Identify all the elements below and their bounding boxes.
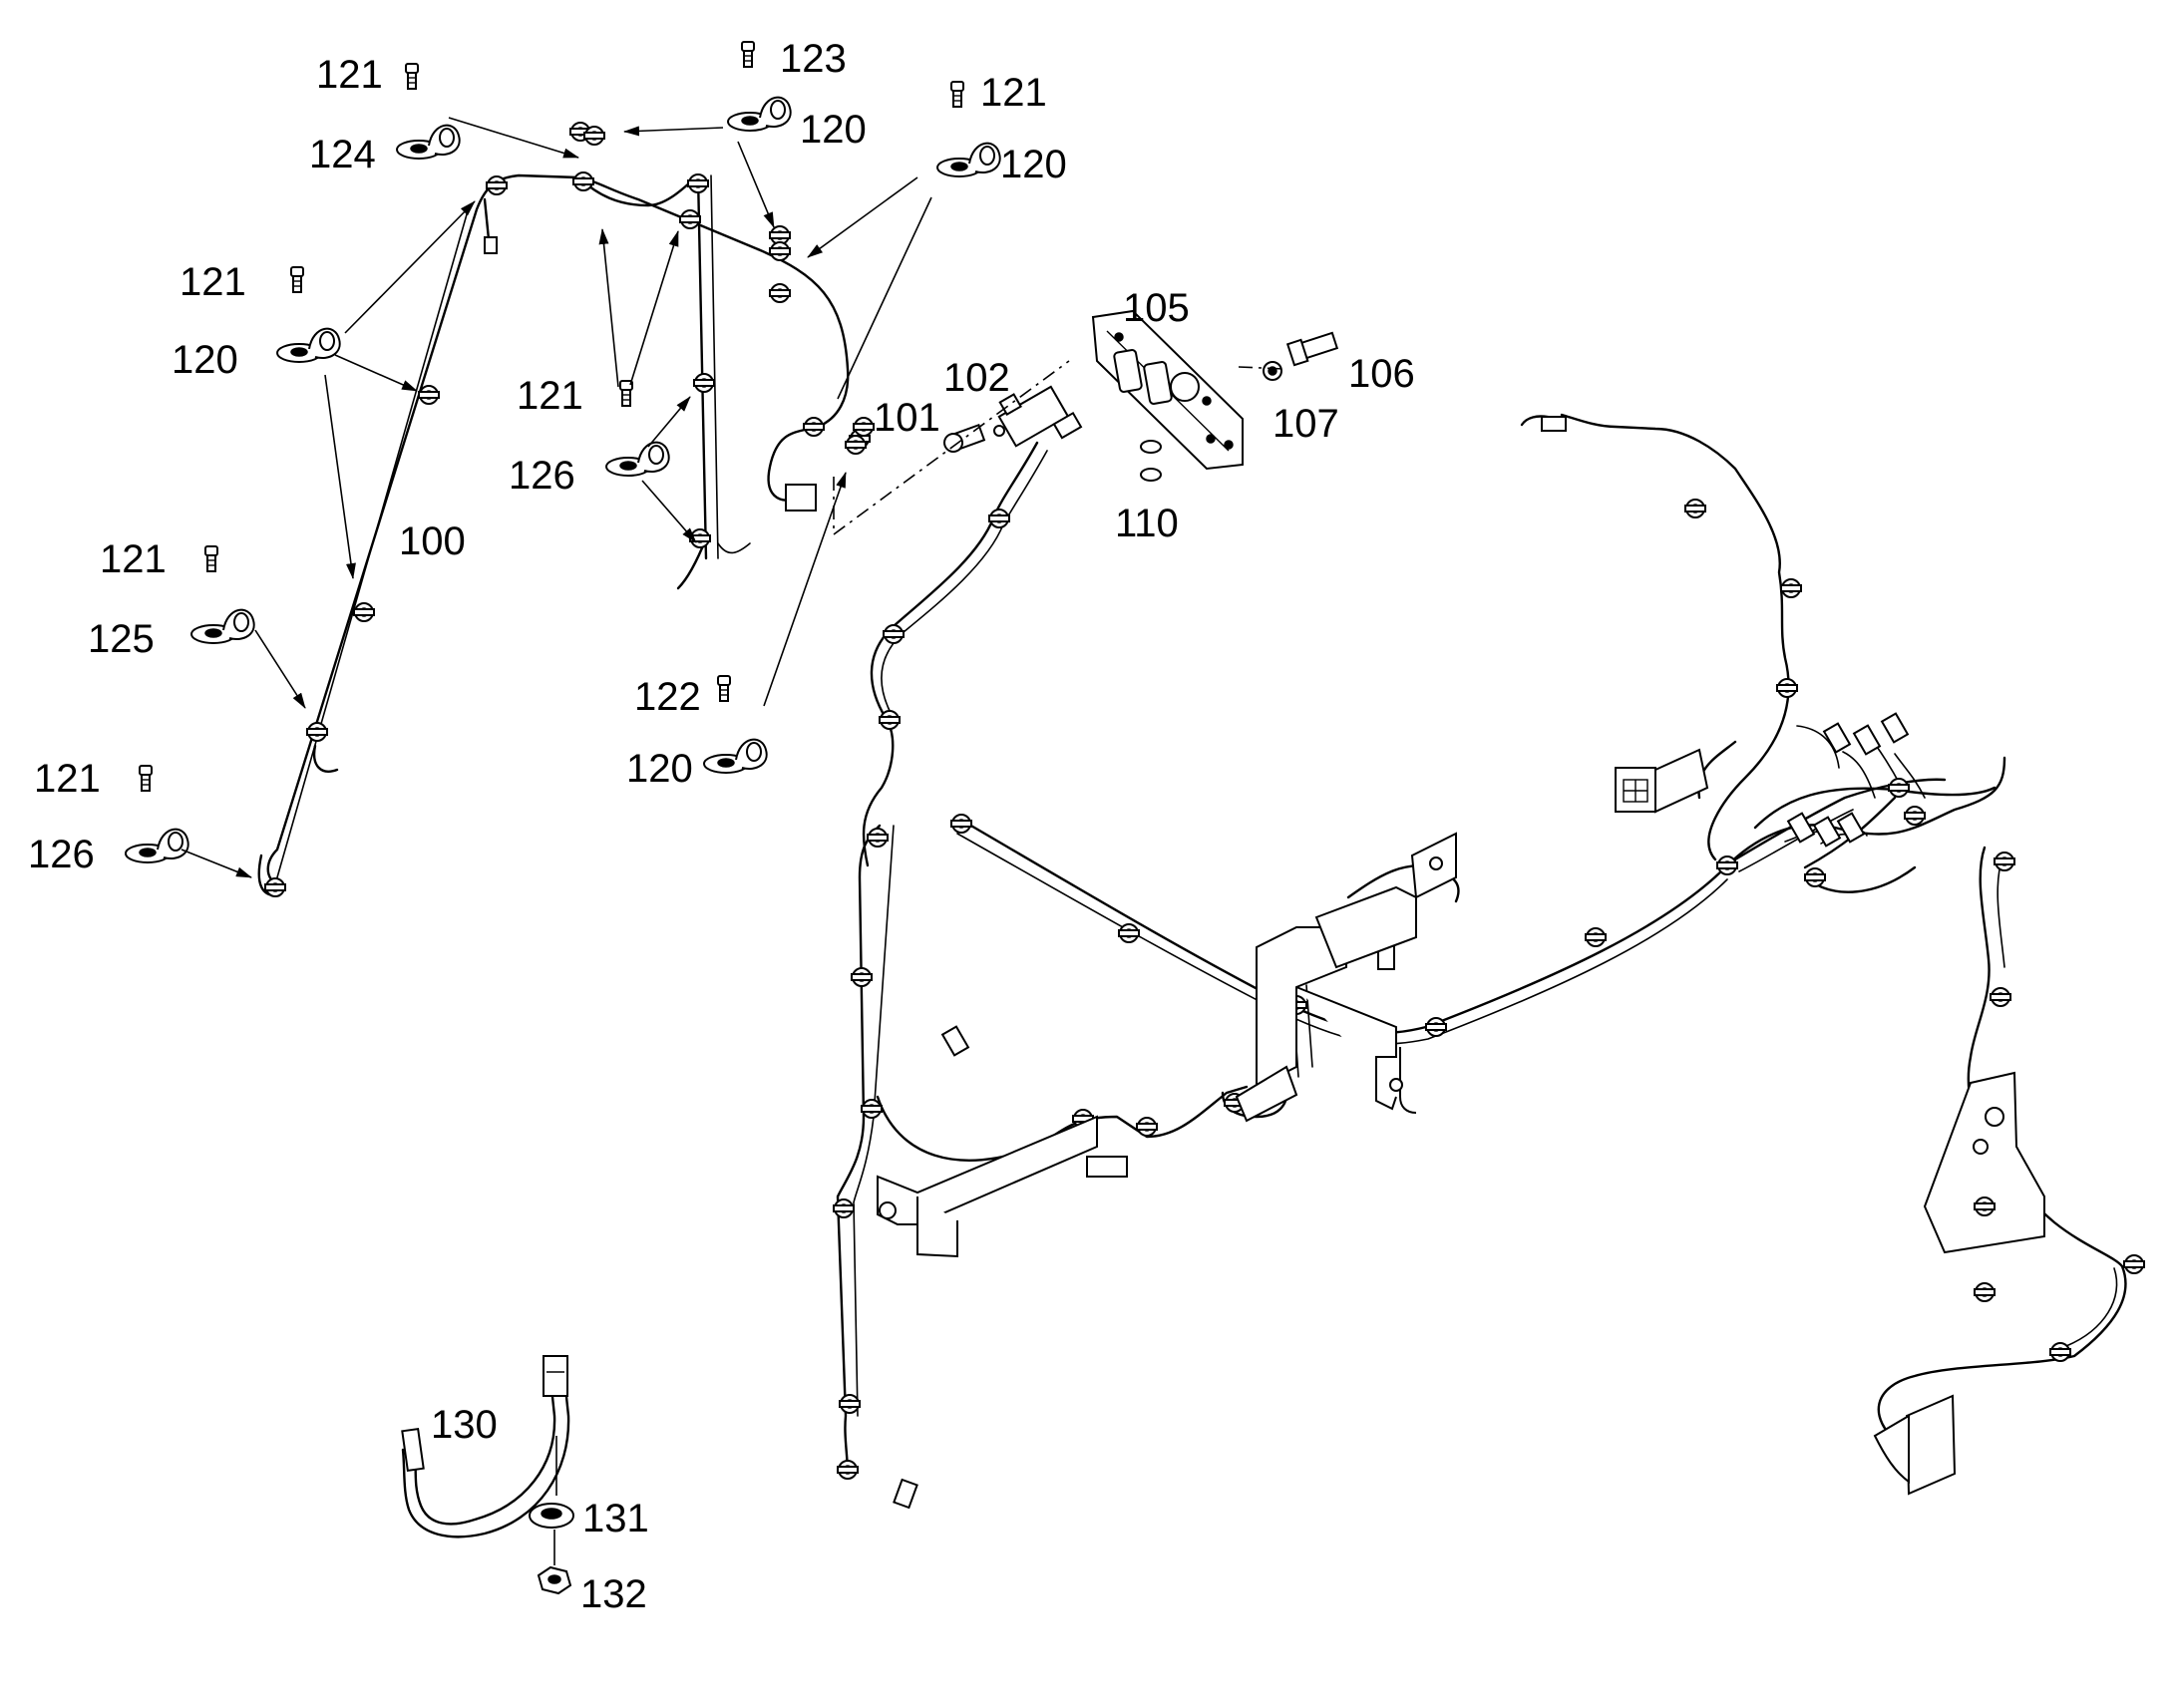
callout-121: 121: [517, 374, 583, 418]
callout-106: 106: [1348, 352, 1415, 396]
ground-cable-130: [401, 1355, 574, 1595]
callout-120: 120: [626, 747, 693, 791]
mounting-brackets: [877, 832, 2045, 1258]
callout-110: 110: [1115, 502, 1179, 545]
callout-labels: 121 124 123 120 121 120 121 120 121 126 …: [28, 37, 1415, 1616]
callout-101: 101: [874, 396, 940, 440]
panel-105-assembly: [833, 309, 1339, 535]
main-harness: [833, 413, 2145, 1510]
leader-arrows: [181, 117, 932, 878]
callout-124: 124: [309, 133, 376, 176]
callout-102: 102: [943, 356, 1010, 400]
callout-100: 100: [399, 519, 466, 563]
callout-120: 120: [800, 108, 867, 152]
callout-121: 121: [980, 71, 1047, 115]
callout-120: 120: [1000, 143, 1067, 186]
clip-hardware-top: [569, 122, 875, 455]
fastener-group: [125, 41, 1001, 863]
callout-131: 131: [582, 1497, 649, 1540]
harness-100: [257, 171, 871, 897]
callout-126: 126: [509, 454, 575, 498]
callout-105: 105: [1123, 286, 1190, 330]
callout-125: 125: [88, 617, 155, 661]
callout-120: 120: [172, 338, 238, 382]
callout-121: 121: [34, 757, 101, 801]
callout-122: 122: [634, 675, 701, 719]
callout-107: 107: [1272, 402, 1339, 446]
callout-121: 121: [316, 53, 383, 97]
callout-132: 132: [580, 1572, 647, 1616]
callout-126: 126: [28, 833, 95, 876]
callout-130: 130: [431, 1403, 498, 1447]
callout-121: 121: [100, 537, 167, 581]
callout-123: 123: [780, 37, 847, 81]
callout-121: 121: [180, 260, 246, 304]
